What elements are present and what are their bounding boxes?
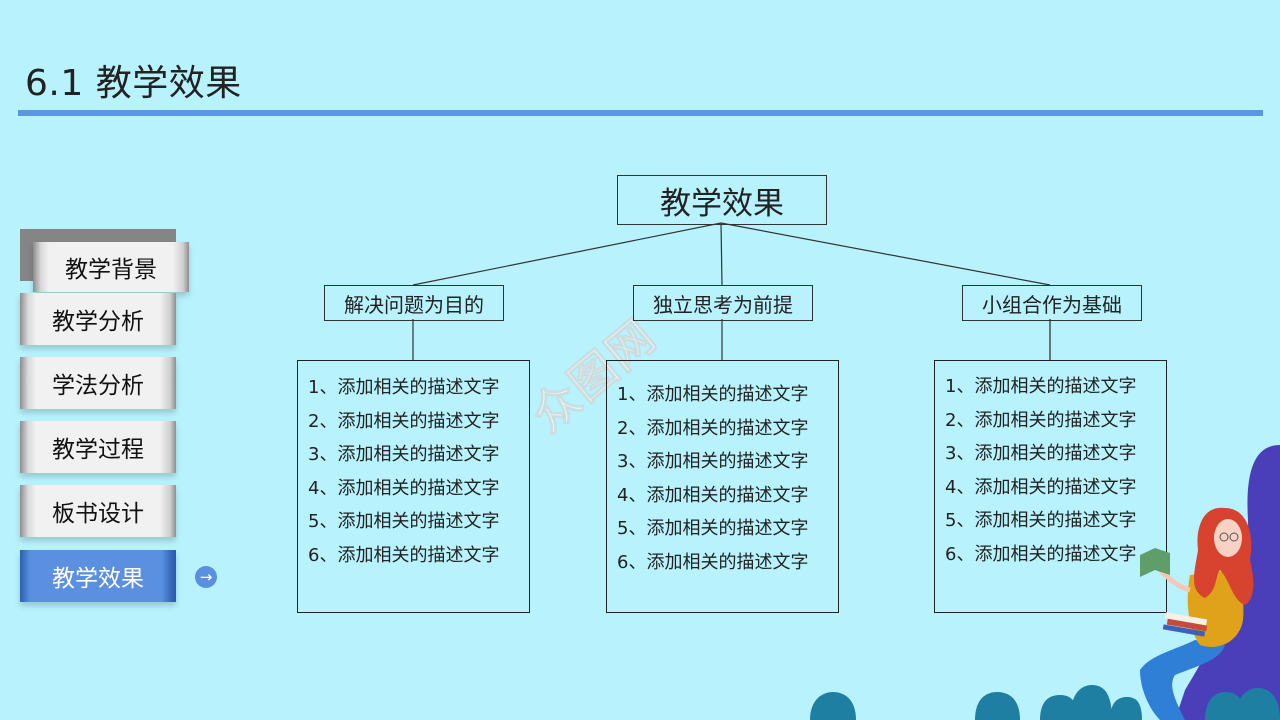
branch-node-independent-thinking: 独立思考为前提 — [633, 285, 813, 321]
list-item: 5、添加相关的描述文字 — [308, 511, 500, 532]
arrow-right-icon[interactable]: → — [195, 566, 217, 588]
branch-detail-box-2: 1、添加相关的描述文字 2、添加相关的描述文字 3、添加相关的描述文字 4、添加… — [606, 360, 839, 613]
list-item: 3、添加相关的描述文字 — [617, 451, 809, 472]
title-underline — [18, 110, 1263, 116]
list-item: 2、添加相关的描述文字 — [945, 409, 1137, 431]
nav-item-teaching-process[interactable]: 教学过程 — [20, 421, 176, 473]
list-item: 3、添加相关的描述文字 — [308, 444, 500, 465]
list-item: 5、添加相关的描述文字 — [617, 518, 809, 539]
list-item: 5、添加相关的描述文字 — [945, 510, 1137, 531]
nav-item-teaching-background[interactable]: 教学背景 — [33, 242, 189, 292]
page-title: 6.1 教学效果 — [25, 63, 242, 104]
list-item: 1、添加相关的描述文字 — [945, 376, 1137, 397]
list-item: 6、添加相关的描述文字 — [617, 551, 809, 573]
branch-node-problem-solving: 解决问题为目的 — [324, 285, 504, 321]
list-item: 3、添加相关的描述文字 — [945, 443, 1137, 464]
nav-item-board-design[interactable]: 板书设计 — [20, 485, 176, 537]
nav-item-teaching-analysis[interactable]: 教学分析 — [20, 293, 176, 345]
list-item: 1、添加相关的描述文字 — [308, 377, 500, 398]
list-item: 6、添加相关的描述文字 — [945, 543, 1137, 565]
branch-node-group-cooperation: 小组合作为基础 — [962, 285, 1142, 321]
list-item: 4、添加相关的描述文字 — [945, 476, 1137, 498]
list-item: 2、添加相关的描述文字 — [617, 417, 809, 439]
branch-detail-box-3: 1、添加相关的描述文字 2、添加相关的描述文字 3、添加相关的描述文字 4、添加… — [934, 360, 1167, 613]
list-item: 4、添加相关的描述文字 — [308, 477, 500, 499]
nav-item-teaching-effect[interactable]: 教学效果 — [20, 550, 176, 602]
nav-item-study-method-analysis[interactable]: 学法分析 — [20, 357, 176, 409]
list-item: 6、添加相关的描述文字 — [308, 544, 500, 566]
diagram-root-node: 教学效果 — [617, 175, 827, 225]
list-item: 2、添加相关的描述文字 — [308, 410, 500, 432]
list-item: 4、添加相关的描述文字 — [617, 484, 809, 506]
branch-detail-box-1: 1、添加相关的描述文字 2、添加相关的描述文字 3、添加相关的描述文字 4、添加… — [297, 360, 530, 613]
list-item: 1、添加相关的描述文字 — [617, 384, 809, 405]
